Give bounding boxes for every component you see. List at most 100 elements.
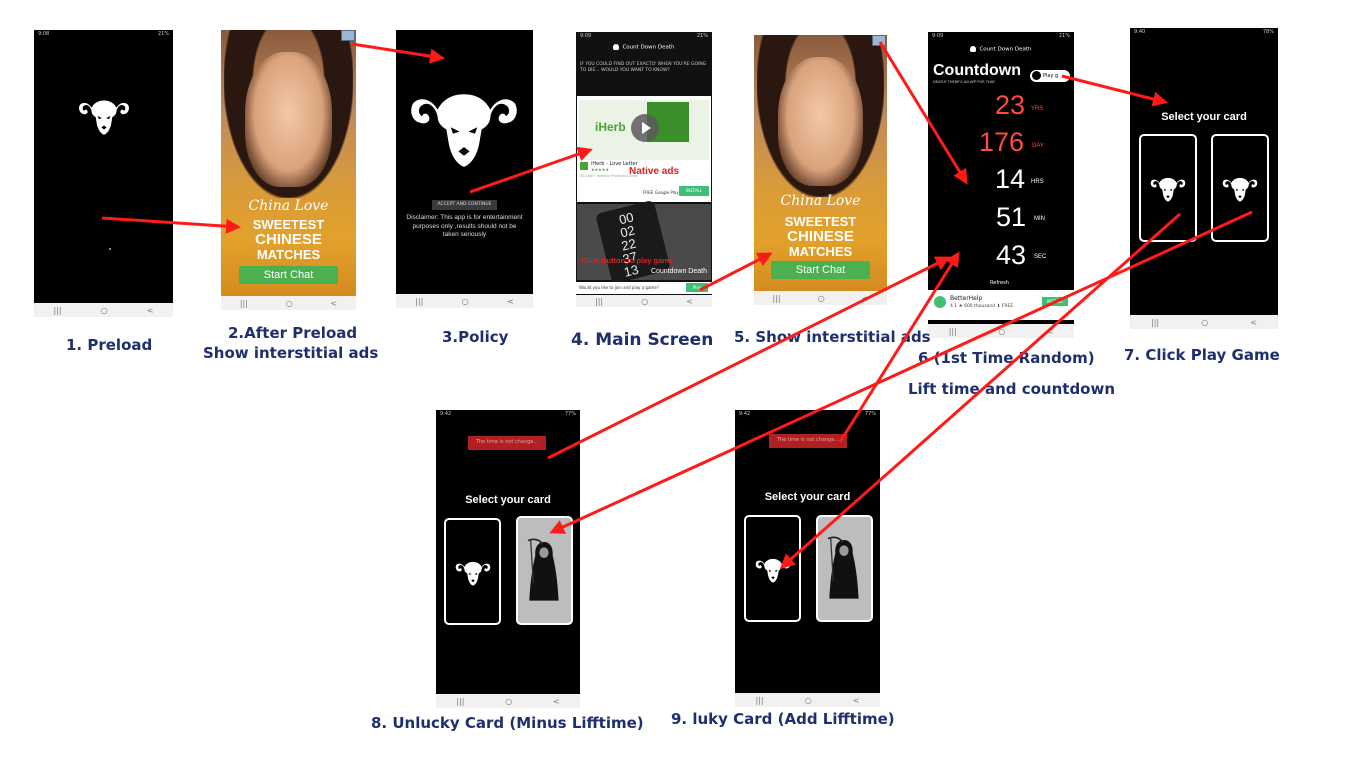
home-button[interactable]: ○ xyxy=(804,695,812,705)
card-right[interactable] xyxy=(1211,134,1269,242)
recents-button[interactable]: ||| xyxy=(595,296,604,306)
caption-2a: 2.After Preload xyxy=(228,324,358,342)
recents-button[interactable]: ||| xyxy=(239,298,248,308)
start-chat-button[interactable]: Start Chat xyxy=(238,266,339,284)
back-button[interactable]: < xyxy=(330,298,338,308)
ad-title: SWEETEST CHINESE MATCHES xyxy=(252,217,325,262)
ad-photo-face xyxy=(777,56,864,187)
iherb-app-icon xyxy=(580,162,588,170)
start-chat-button[interactable]: Start Chat xyxy=(771,261,870,279)
recents-button[interactable]: ||| xyxy=(456,696,465,706)
ram-skull-icon xyxy=(755,549,791,589)
card-left[interactable] xyxy=(1139,134,1197,242)
recents-button[interactable]: ||| xyxy=(755,695,764,705)
screen-unlucky-card: 9:42 77% The time is not change... Selec… xyxy=(436,410,580,708)
nav-bar[interactable]: ||| ○ < xyxy=(221,296,356,310)
close-ad-icon[interactable] xyxy=(872,35,886,46)
status-battery: 77% xyxy=(864,411,876,417)
nav-bar[interactable]: ||| ○ < xyxy=(396,294,533,308)
home-button[interactable]: ○ xyxy=(100,305,108,315)
tile-label: Countdown Death xyxy=(650,268,707,275)
caption-6a: 6 (1st Time Random) xyxy=(918,349,1095,367)
back-button[interactable]: < xyxy=(1046,326,1054,336)
ram-skull-icon xyxy=(1032,71,1041,80)
caption-1: 1. Preload xyxy=(66,336,153,354)
accept-and-continue-button[interactable]: ACCEPT AND CONTINUE xyxy=(432,200,497,210)
betterhelp-install-button[interactable]: INSTALL xyxy=(1042,297,1068,306)
back-button[interactable]: < xyxy=(686,296,693,306)
recents-button[interactable]: ||| xyxy=(772,293,781,303)
card-left[interactable] xyxy=(744,515,801,622)
caption-9: 9. luky Card (Add Lifftime) xyxy=(671,710,895,728)
nav-bar[interactable]: ||| ○ < xyxy=(436,694,580,708)
home-button[interactable]: ○ xyxy=(641,296,649,306)
home-button[interactable]: ○ xyxy=(1201,317,1209,327)
play-game-button[interactable]: Play g xyxy=(1030,70,1070,82)
status-bar: 9:42 77% xyxy=(735,410,880,419)
intro-text: IF YOU COULD FIND OUT EXACTLY WHEN YOU'R… xyxy=(580,62,707,73)
home-button[interactable]: ○ xyxy=(817,293,825,303)
status-battery: 21% xyxy=(696,33,708,39)
native-ad-iherb[interactable]: iHerb iHerb - Love Letter ★★★★★ 30,000+ … xyxy=(577,96,711,202)
recents-button[interactable]: ||| xyxy=(948,326,957,336)
screen-preload: 9:08 21% ||| ○ < xyxy=(34,30,173,317)
status-time: 9:09 xyxy=(932,33,944,39)
recents-button[interactable]: ||| xyxy=(1151,317,1160,327)
nav-bar[interactable]: ||| ○ < xyxy=(34,303,173,317)
play-button[interactable]: Play xyxy=(686,283,708,292)
status-time: 9:40 xyxy=(1134,29,1146,35)
ad-photo-face xyxy=(245,52,332,187)
nav-bar[interactable]: ||| ○ < xyxy=(928,324,1074,338)
home-button[interactable]: ○ xyxy=(998,326,1006,336)
screen-select-card: 9:40 78% Select your card ||| ○ < xyxy=(1130,28,1278,329)
recents-button[interactable]: ||| xyxy=(53,305,62,315)
game-tile[interactable]: 00 02 22 37 13 Click Button to play game… xyxy=(577,199,711,285)
home-button[interactable]: ○ xyxy=(285,298,293,308)
app-header: Count Down Death xyxy=(928,46,1074,53)
back-button[interactable]: < xyxy=(507,296,514,306)
app-logo-icon xyxy=(970,46,977,52)
nav-bar[interactable]: ||| ○ < xyxy=(1130,315,1278,329)
status-time: 9:08 xyxy=(38,31,50,37)
ram-skull-icon xyxy=(78,85,130,145)
countdown-title: Countdown xyxy=(933,62,1021,79)
caption-7: 7. Click Play Game xyxy=(1124,346,1280,364)
play-icon[interactable] xyxy=(631,114,659,142)
refresh-button[interactable]: Refresh xyxy=(990,280,1009,286)
screen-countdown: 9:09 21% Count Down Death Countdown DEAT… xyxy=(928,32,1074,338)
nav-bar[interactable]: ||| ○ < xyxy=(576,295,712,307)
back-button[interactable]: < xyxy=(552,696,560,706)
ad-store-label: Google Play xyxy=(655,190,679,195)
back-button[interactable]: < xyxy=(1250,317,1257,327)
card-right-death[interactable] xyxy=(516,516,573,625)
card-left[interactable] xyxy=(444,518,501,625)
betterhelp-ad[interactable]: BetterHelp 4.1 ★ 600 thousand ⬇ FREE INS… xyxy=(928,290,1074,320)
recents-button[interactable]: ||| xyxy=(415,296,424,306)
ram-skull-icon xyxy=(1150,168,1186,208)
select-title: Select your card xyxy=(1161,111,1247,123)
status-bar: 9:09 21% xyxy=(576,32,712,41)
back-button[interactable]: < xyxy=(146,305,154,315)
status-battery: 77% xyxy=(564,411,576,417)
ad-brand: China Love xyxy=(780,193,861,209)
card-right-death[interactable] xyxy=(816,515,873,622)
status-battery: 21% xyxy=(1058,33,1070,39)
back-button[interactable]: < xyxy=(852,695,860,705)
betterhelp-logo-icon xyxy=(934,296,946,308)
grim-reaper-icon xyxy=(524,524,564,616)
status-bar: 9:42 77% xyxy=(436,410,580,419)
home-button[interactable]: ○ xyxy=(461,296,469,306)
play-hint-label: Click Button to play game xyxy=(581,256,674,265)
install-button[interactable]: INSTALL xyxy=(679,186,709,196)
nav-bar[interactable]: ||| ○ < xyxy=(735,693,880,707)
loading-dot xyxy=(109,248,111,250)
caption-8: 8. Unlucky Card (Minus Lifftime) xyxy=(371,714,644,732)
nav-bar[interactable]: ||| ○ < xyxy=(754,291,887,305)
app-title: Count Down Death xyxy=(979,46,1032,53)
back-button[interactable]: < xyxy=(861,293,869,303)
close-ad-icon[interactable] xyxy=(341,30,355,41)
caption-2b: Show interstitial ads xyxy=(203,344,379,362)
ram-skull-icon xyxy=(455,552,491,592)
home-button[interactable]: ○ xyxy=(505,696,513,706)
status-time: 9:42 xyxy=(440,411,452,417)
